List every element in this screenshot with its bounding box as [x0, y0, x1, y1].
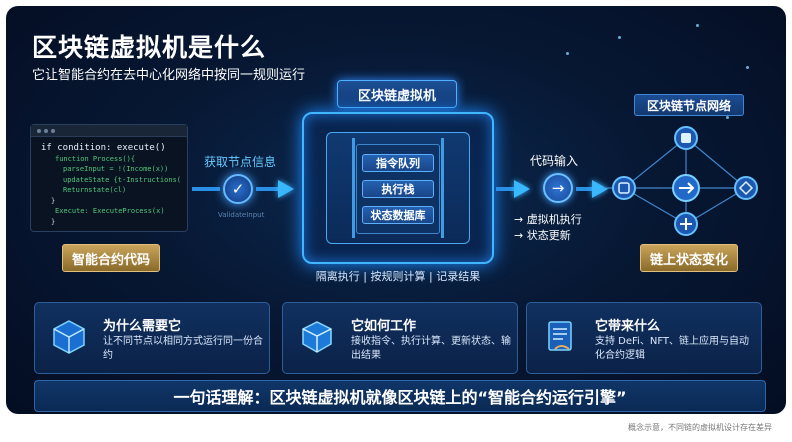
- card-benefit: 它带来什么 支持 DeFi、NFT、链上应用与自动化合约逻辑: [526, 302, 762, 374]
- code-line: parseInput = !(Income(x)): [63, 165, 169, 173]
- vm-caption: 隔离执行 | 按规则计算 | 记录结果: [315, 270, 481, 283]
- star-dot: [696, 24, 699, 27]
- vm-exec-list: → 虚拟机执行 → 状态更新: [514, 212, 582, 244]
- card-desc: 让不同节点以相同方式运行同一份合约: [103, 336, 263, 361]
- smart-contract-label: 智能合约代码: [62, 244, 160, 272]
- card-title: 为什么需要它: [103, 319, 182, 334]
- flow-arrow: [576, 187, 592, 191]
- infographic-canvas: 区块链虚拟机是什么 它让智能合约在去中心化网络中按同一规则运行 if condi…: [6, 6, 786, 414]
- code-line: Returnstate(cl): [63, 186, 127, 194]
- page-subtitle: 它让智能合约在去中心化网络中按同一规则运行: [32, 68, 306, 83]
- code-line: if condition: execute(): [41, 143, 166, 153]
- footnote: 概念示意，不同链的虚拟机设计存在差异: [628, 423, 772, 432]
- summary-banner: 一句话理解：区块链虚拟机就像区块链上的“智能合约运行引擎”: [34, 380, 766, 412]
- flow-step-label: 获取节点信息: [204, 155, 277, 169]
- network-node: [674, 212, 698, 236]
- star-dot: [746, 66, 749, 69]
- chip-pins: [352, 138, 355, 238]
- code-line: updateState {t-Instructions(d)}: [63, 175, 181, 184]
- card-desc: 接收指令、执行计算、更新状态、输出结果: [351, 336, 511, 361]
- star-dot: [618, 36, 621, 39]
- document-icon: [548, 321, 572, 351]
- arrow-right-icon: [278, 180, 294, 198]
- cube-icon: [53, 320, 85, 354]
- code-line: }: [51, 196, 56, 205]
- vm-stack-item: 执行栈: [362, 180, 434, 198]
- page-title: 区块链虚拟机是什么: [32, 33, 267, 62]
- code-input-label: 代码输入: [530, 154, 579, 168]
- vm-exec-item: → 虚拟机执行: [514, 213, 582, 226]
- star-dot: [566, 52, 569, 55]
- arrow-right-icon: [592, 180, 608, 198]
- arrow-right-icon: →: [543, 173, 573, 203]
- chip-pins: [441, 138, 444, 238]
- vm-stack-item: 状态数据库: [362, 206, 434, 224]
- vm-stack-item: 指令队列: [362, 154, 434, 172]
- card-desc: 支持 DeFi、NFT、链上应用与自动化合约逻辑: [595, 336, 749, 361]
- flow-arrow: [256, 187, 278, 191]
- code-line: }: [51, 217, 56, 226]
- network-node: [734, 176, 758, 200]
- card-why: 为什么需要它 让不同节点以相同方式运行同一份合约: [34, 302, 270, 374]
- code-window-titlebar: [31, 125, 187, 137]
- network-node: [674, 126, 698, 150]
- arrow-right-icon: [514, 180, 530, 198]
- flow-note: ValidateInput: [218, 211, 265, 219]
- card-how: 它如何工作 接收指令、执行计算、更新状态、输出结果: [282, 302, 518, 374]
- code-window: if condition: execute() function Process…: [30, 124, 188, 232]
- flow-arrow: [192, 187, 220, 191]
- network-node: [612, 176, 636, 200]
- network-title: 区块链节点网络: [634, 94, 744, 116]
- vm-title: 区块链虚拟机: [337, 80, 457, 108]
- card-title: 它如何工作: [351, 319, 417, 334]
- check-icon: ✓: [223, 174, 253, 204]
- cube-icon: [302, 321, 332, 353]
- code-line: Execute: ExecuteProcess(x): [55, 207, 165, 215]
- state-change-label: 链上状态变化: [640, 244, 738, 272]
- star-dot: [726, 116, 729, 119]
- vm-exec-item: → 状态更新: [514, 229, 571, 242]
- flow-arrow: [496, 187, 516, 191]
- code-line: function Process(){: [55, 154, 136, 163]
- code-lines: if condition: execute() function Process…: [31, 137, 187, 227]
- card-title: 它带来什么: [595, 319, 661, 334]
- network-node-center: [672, 174, 700, 202]
- node-network-graph: [602, 126, 758, 236]
